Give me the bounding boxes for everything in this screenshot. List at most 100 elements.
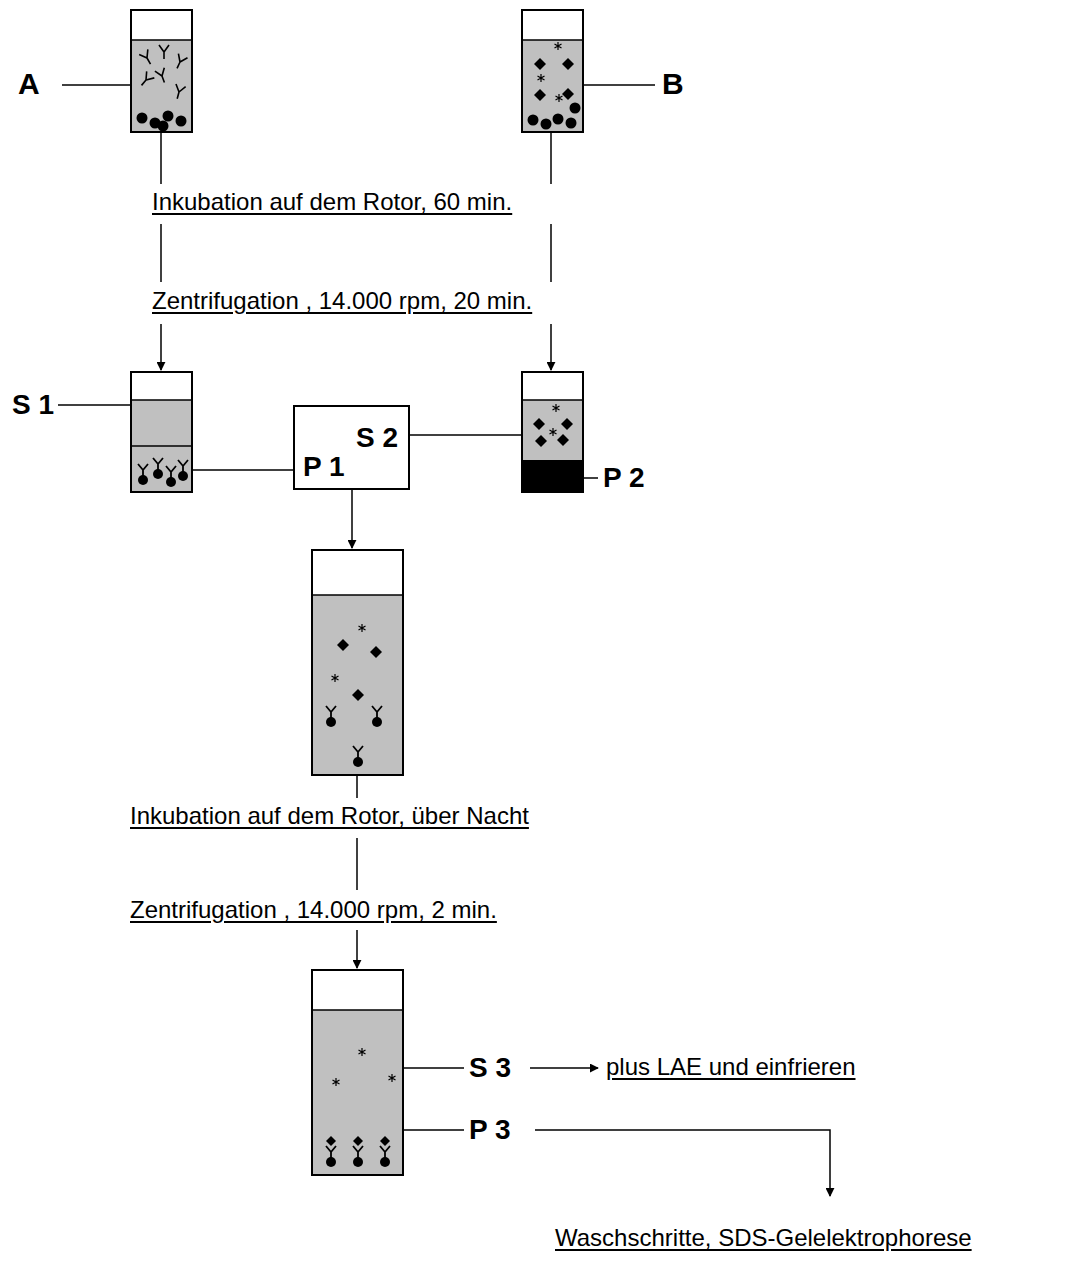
- flow-lines-part: [410, 434, 522, 436]
- tube-combined-part: [353, 746, 363, 767]
- tube-a-part: [131, 40, 192, 132]
- tube-b-part: [553, 114, 564, 125]
- tube-s2-p2-part: [522, 400, 583, 460]
- tube-s3-p3-part: [333, 1078, 340, 1086]
- tube-a-part: [131, 39, 192, 41]
- step-label: plus LAE und einfrieren: [606, 1053, 856, 1082]
- tube-combined-part: [372, 706, 382, 727]
- tube-s2-p2-part: [535, 435, 547, 447]
- tube-s3-p3-part: [312, 970, 403, 1175]
- fraction-label: S 2: [356, 421, 398, 455]
- tube-s2-p2-part: [522, 399, 583, 401]
- tube-combined-part: [337, 639, 349, 651]
- step-label: Zentrifugation , 14.000 rpm, 2 min.: [130, 896, 497, 925]
- tube-s2-p2-part: [557, 434, 569, 446]
- tube-combined-part: [332, 674, 339, 682]
- tube-b-part: [534, 89, 546, 101]
- tube-s1-p1-part: [131, 372, 192, 492]
- tube-s1-p1-part: [131, 400, 192, 492]
- tube-a-part: [159, 45, 169, 59]
- tube-a-part: [163, 111, 174, 122]
- flow-lines-part: [160, 132, 162, 184]
- tube-b-part: [541, 119, 552, 130]
- tube-combined-part: [370, 646, 382, 658]
- tube-s1-p1: [131, 372, 192, 492]
- step-label: Waschschritte, SDS-Gelelektrophorese: [555, 1224, 972, 1253]
- flow-lines-part: [403, 1067, 464, 1069]
- tube-b-part: [522, 40, 583, 132]
- sample-box: S 2 P 1: [293, 405, 410, 490]
- tube-s3-p3-part: [359, 1048, 366, 1056]
- tube-s1-p1-part: [178, 460, 188, 481]
- tube-s3-p3-part: [389, 1074, 396, 1082]
- tube-b-part: [562, 88, 574, 100]
- step-label: Inkubation auf dem Rotor, 60 min.: [152, 188, 512, 217]
- tube-s2-p2-part: [550, 428, 557, 436]
- flow-lines-part: [583, 84, 655, 86]
- tube-s2-p2-part: [553, 404, 560, 412]
- tube-a-part: [131, 10, 192, 132]
- flow-lines-part: [62, 84, 131, 86]
- flow-lines-part: [535, 1130, 830, 1196]
- tube-a-part: [155, 68, 169, 85]
- tube-s2-p2-part: [522, 460, 583, 492]
- flow-lines-part: [530, 1067, 598, 1069]
- tube-s3-p3-part: [326, 1136, 336, 1167]
- tube-s3-p3-part: [312, 1010, 403, 1175]
- tube-b-part: [570, 103, 581, 114]
- flow-lines-part: [58, 404, 131, 406]
- flow-lines-part: [403, 1129, 464, 1131]
- fraction-label: P 1: [303, 450, 345, 484]
- tube-b-part: [522, 10, 583, 132]
- fraction-label: P 3: [469, 1113, 511, 1147]
- flow-lines-part: [160, 224, 162, 282]
- tube-a-part: [139, 49, 155, 66]
- tube-a-part: [138, 71, 155, 88]
- tube-a-part: [173, 54, 188, 71]
- tube-b-part: [538, 74, 545, 82]
- tube-s1-p1-part: [131, 445, 192, 447]
- tube-a: [131, 10, 192, 132]
- tube-s2-p2-part: [533, 418, 545, 430]
- tube-combined-part: [312, 594, 403, 596]
- tube-a-part: [158, 121, 169, 132]
- tube-s3-p3-part: [312, 1009, 403, 1011]
- tube-combined-part: [326, 706, 336, 727]
- tube-combined-part: [312, 595, 403, 775]
- tube-s1-p1-part: [131, 399, 192, 401]
- tube-s2-p2-part: [561, 418, 573, 430]
- flow-lines-part: [550, 224, 552, 282]
- tube-combined-part: [352, 689, 364, 701]
- tube-s3-p3-part: [353, 1136, 363, 1167]
- tube-b: [522, 10, 583, 132]
- step-label: Inkubation auf dem Rotor, über Nacht: [130, 802, 529, 831]
- tube-a-part: [137, 113, 148, 124]
- flow-lines-part: [356, 838, 358, 890]
- tube-b-part: [534, 58, 546, 70]
- tube-b-part: [566, 118, 577, 129]
- tube-s1-p1-part: [153, 458, 163, 479]
- tube-s2-p2: [522, 372, 583, 492]
- tube-s1-p1-part: [138, 464, 148, 485]
- tube-label: B: [662, 66, 684, 102]
- tube-combined-part: [359, 624, 366, 632]
- flow-lines-part: [160, 324, 162, 370]
- tube-s2-p2-part: [522, 372, 583, 492]
- tube-b-part: [562, 58, 574, 70]
- flow-lines-part: [351, 490, 353, 548]
- tube-b-part: [528, 115, 539, 126]
- tube-s1-p1-part: [166, 466, 176, 487]
- tube-a-part: [176, 116, 187, 127]
- fraction-label: P 2: [603, 461, 645, 495]
- flow-lines-part: [192, 469, 293, 471]
- step-label: Zentrifugation , 14.000 rpm, 20 min.: [152, 287, 532, 316]
- tube-combined-part: [312, 550, 403, 775]
- flow-lines-part: [583, 477, 598, 479]
- fraction-label: S 1: [12, 388, 54, 422]
- tube-s3-p3: [312, 970, 403, 1175]
- flow-lines-part: [356, 775, 358, 798]
- flow-lines-part: [550, 324, 552, 370]
- tube-b-part: [555, 42, 562, 50]
- flow-lines-part: [550, 132, 552, 184]
